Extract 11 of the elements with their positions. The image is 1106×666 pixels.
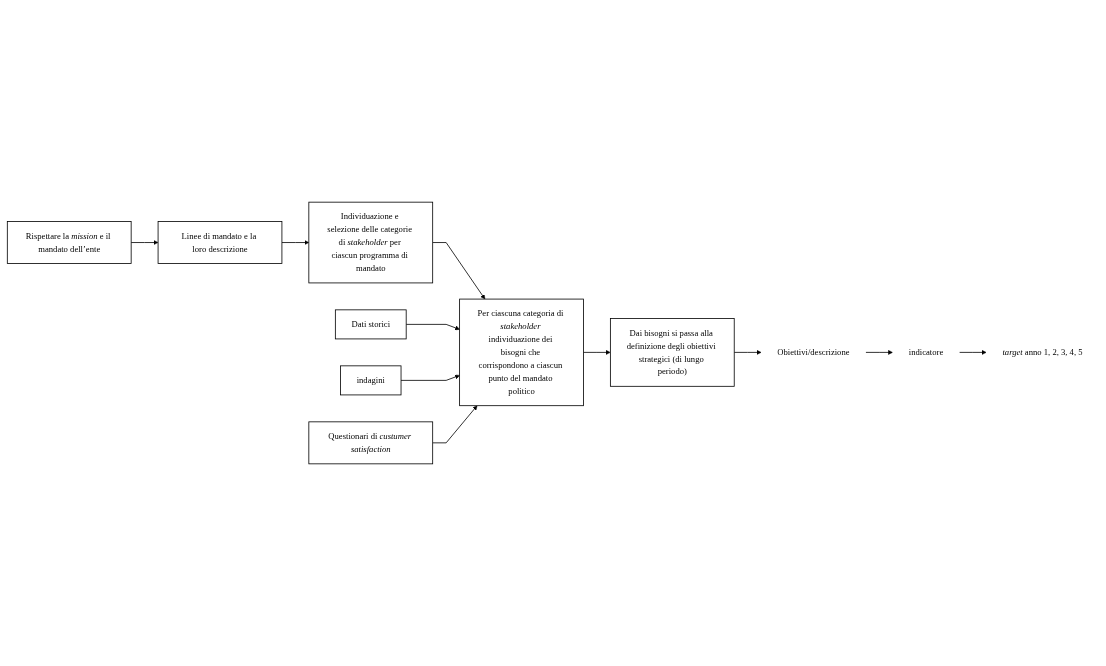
node-box: Dati storici bbox=[334, 309, 407, 340]
node-text: target anno 1, 2, 3, 4, 5 bbox=[1002, 347, 1083, 357]
node-box: Per ciascuna categoria di stakeholder individuazione dei bisogni che corrispondono a ciascun punto del mandato politico bbox=[459, 298, 584, 407]
node-box: Rispettare la mission e il mandato dell’ente bbox=[6, 221, 132, 264]
node-box: Linee di mandato e la loro descrizione bbox=[157, 221, 283, 264]
node-box: indagini bbox=[340, 365, 402, 396]
node-box: Questionari di custumer satisfaction bbox=[308, 421, 434, 465]
node-box: Dai bisogni si passa alla definizione degli obiettivi strategici (di lungo periodo) bbox=[609, 318, 735, 387]
node-text: indicatore bbox=[908, 347, 944, 357]
node-text: Obiettivi/descrizione bbox=[777, 347, 850, 357]
node-box: Individuazione e selezione delle categorie di stakeholder per ciascun programma di mandato bbox=[308, 201, 434, 284]
